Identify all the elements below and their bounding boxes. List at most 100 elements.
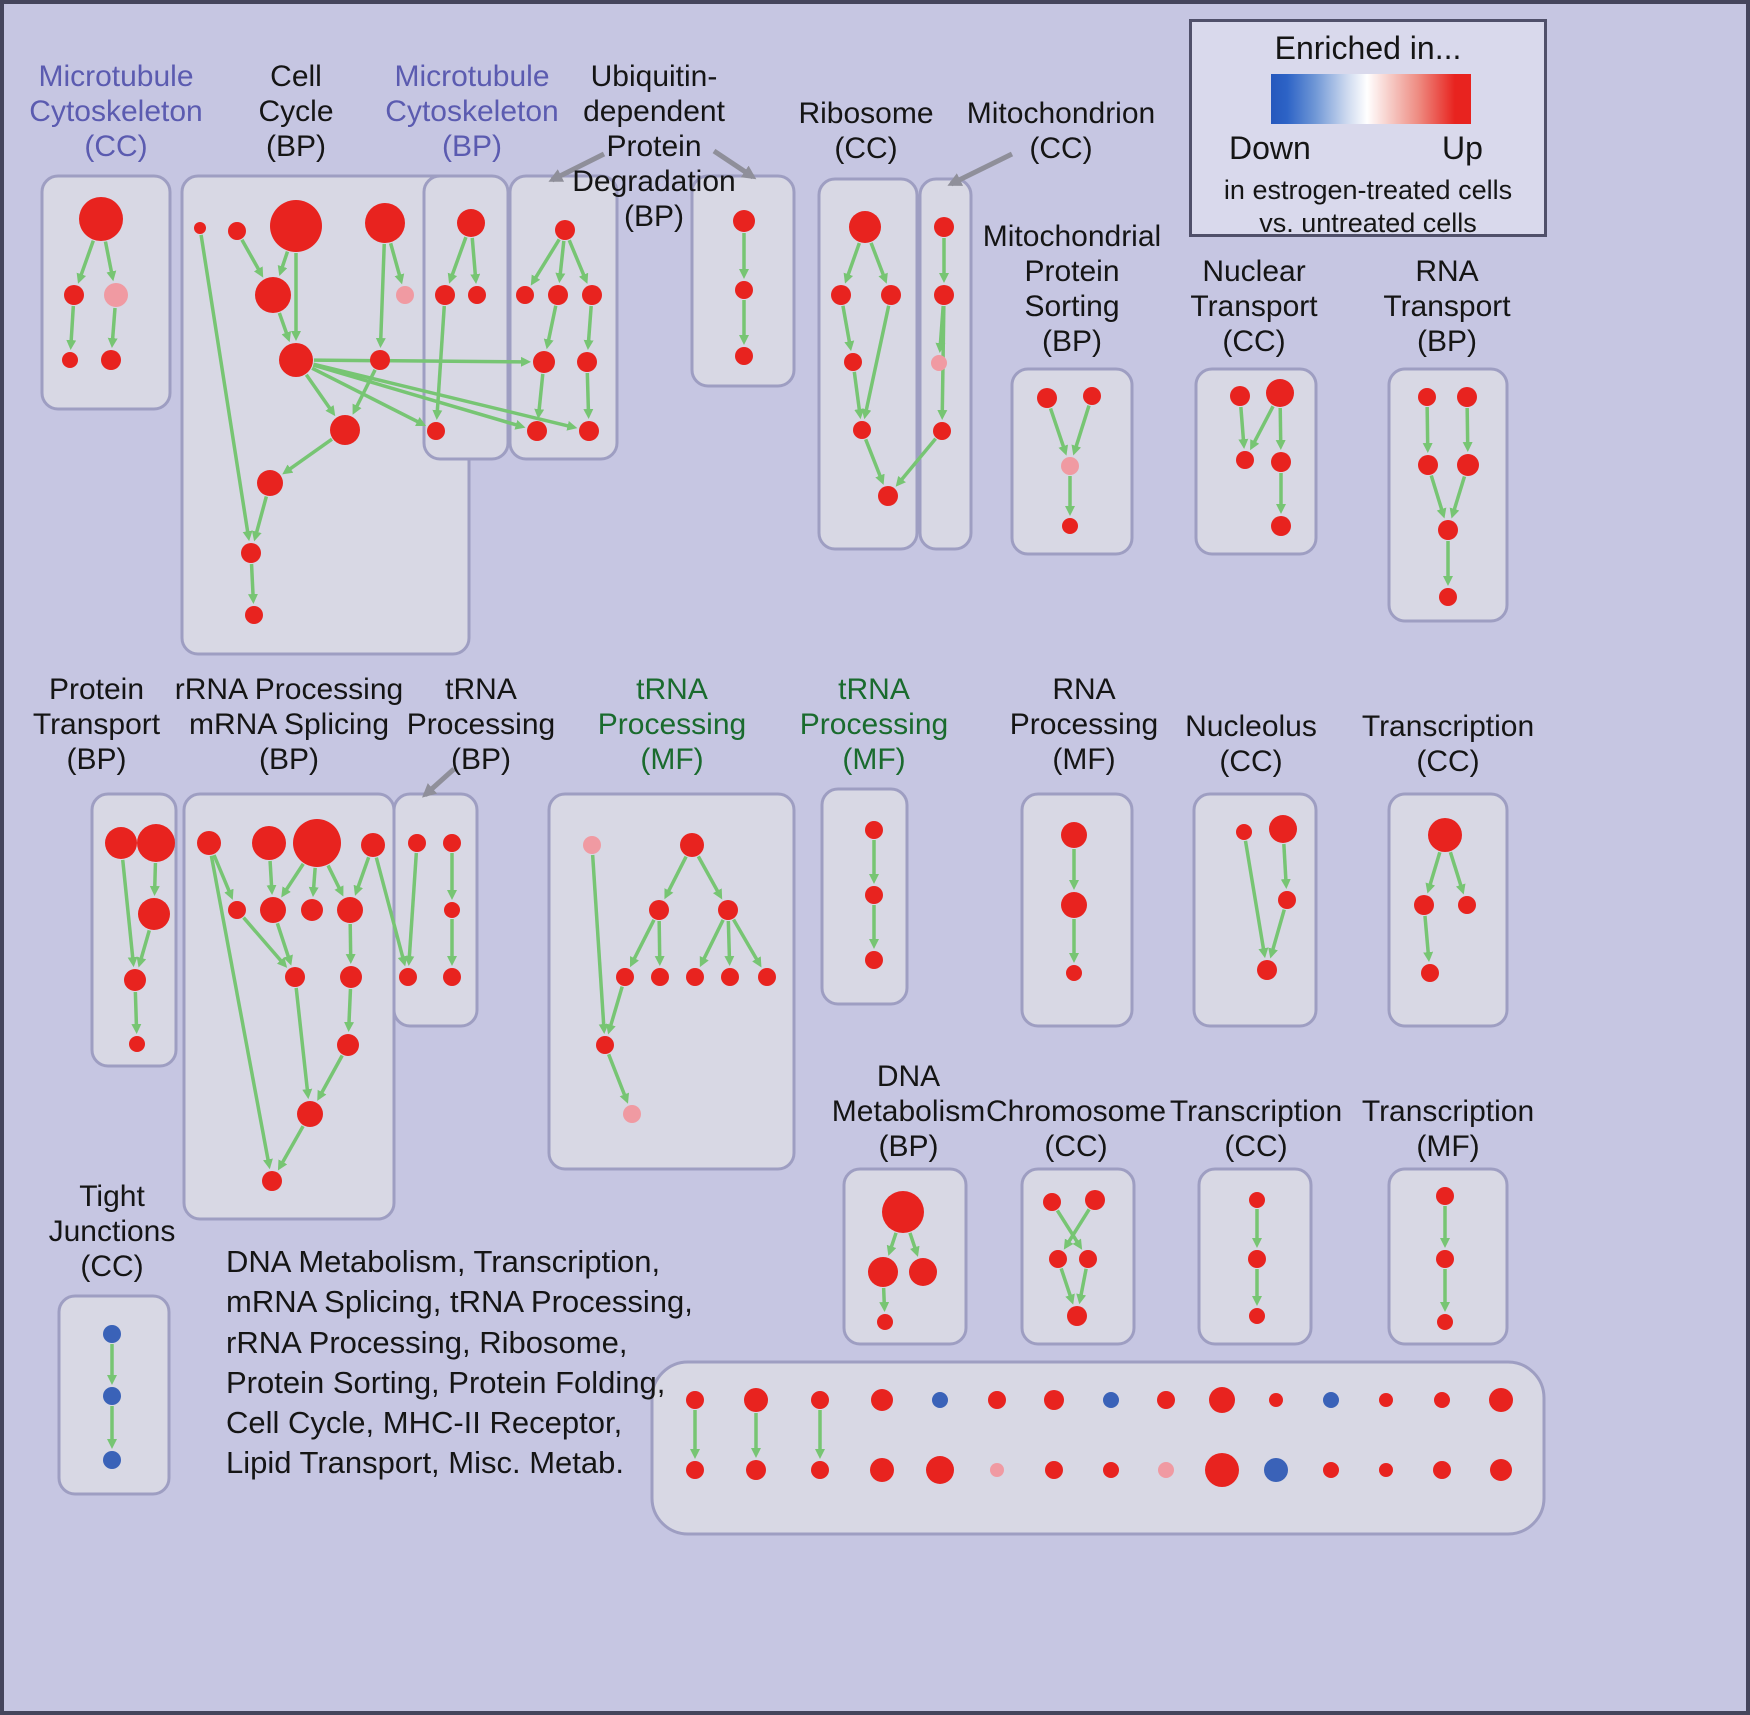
node-y8b: [1103, 1462, 1119, 1478]
label-microtubule-cytoskeleton-bp: Microtubule Cytoskeleton (BP): [385, 60, 559, 164]
node-p2: [1061, 892, 1087, 918]
node-y5t: [932, 1392, 948, 1408]
edge-r2-r4: [1423, 915, 1434, 963]
edge-b8-b9: [352, 369, 377, 415]
edge-i1-i3: [1238, 406, 1249, 450]
node-f2: [831, 285, 851, 305]
label-protein-transport: Protein Transport (BP): [32, 673, 161, 777]
node-c3: [468, 286, 486, 304]
node-y6t: [988, 1391, 1006, 1409]
node-m1: [408, 834, 426, 852]
label-microtubule-cytoskeleton-cc: Microtubule Cytoskeleton (CC): [29, 60, 203, 164]
label-tight-junctions: Tight Junctions (CC): [48, 1180, 176, 1284]
group-box-trna-bp: [392, 792, 479, 1028]
node-k3: [138, 898, 170, 930]
label-transcription-mf: Transcription (MF): [1361, 1095, 1535, 1164]
node-b12: [245, 606, 263, 624]
node-y5b: [926, 1456, 954, 1484]
edge-d6-d8: [583, 372, 594, 420]
node-s1: [882, 1191, 924, 1233]
node-t1: [1043, 1193, 1061, 1211]
edge-d1-d3: [555, 240, 566, 284]
node-u2: [1248, 1250, 1266, 1268]
node-e2: [735, 281, 753, 299]
node-n1: [583, 836, 601, 854]
edge-s1-s3: [908, 1232, 920, 1257]
node-y15t: [1489, 1388, 1513, 1412]
node-f1: [849, 211, 881, 243]
edge-l12-l13: [277, 1125, 305, 1171]
node-s3: [909, 1258, 937, 1286]
edge-b4-b6: [388, 242, 405, 285]
label-misc-category-list: DNA Metabolism, Transcription, mRNA Spli…: [226, 1244, 693, 1481]
node-n6: [651, 968, 669, 986]
node-b10: [257, 470, 283, 496]
annotation-arrow-1: [548, 151, 606, 183]
node-t4: [1079, 1250, 1097, 1268]
node-a5: [101, 350, 121, 370]
node-b1: [194, 222, 206, 234]
edge-l9-l12: [294, 987, 313, 1100]
group-box-misc: [650, 1360, 1546, 1536]
node-y3t: [811, 1391, 829, 1409]
node-i4: [1271, 452, 1291, 472]
node-e1: [733, 210, 755, 232]
node-n3: [649, 900, 669, 920]
node-v3: [1437, 1314, 1453, 1330]
label-mitochondrion: Mitochondrion (CC): [966, 97, 1156, 166]
edge-j2-j4: [1462, 407, 1473, 453]
node-y9b: [1158, 1462, 1174, 1478]
node-d1: [555, 220, 575, 240]
legend-subtitle: in estrogen-treated cells vs. untreated …: [1192, 174, 1544, 240]
group-box-protein-transport: [90, 792, 178, 1068]
node-y7b: [1045, 1461, 1063, 1479]
node-n5: [616, 968, 634, 986]
group-box-chromosome: [1020, 1167, 1136, 1346]
legend-gradient-bar: [1271, 74, 1471, 124]
edge-n2-n3: [664, 855, 688, 900]
edge-b10-b11: [251, 496, 269, 542]
edge-r1-r2: [1425, 851, 1442, 894]
edge-l3-l8: [326, 864, 344, 897]
edge-h2-h3: [1071, 405, 1091, 456]
edge-l5-l9: [242, 916, 288, 968]
edge-k4-k5: [131, 991, 142, 1035]
node-j4: [1457, 454, 1479, 476]
node-i3: [1236, 451, 1254, 469]
node-b5: [255, 277, 291, 313]
node-l10: [340, 966, 362, 988]
node-y3b: [811, 1461, 829, 1479]
node-j2: [1457, 387, 1477, 407]
annotation-arrow-3: [947, 151, 1014, 187]
node-n7: [686, 968, 704, 986]
node-q4: [1257, 960, 1277, 980]
edge-r1-r3: [1448, 851, 1466, 895]
node-r3: [1458, 896, 1476, 914]
edge-f3-f5: [861, 305, 891, 420]
edge-d4-d6: [583, 305, 594, 351]
node-v2: [1436, 1250, 1454, 1268]
node-r4: [1421, 964, 1439, 982]
edge-t2-t3: [1063, 1208, 1091, 1250]
node-n4: [718, 900, 738, 920]
node-b6: [396, 286, 414, 304]
edge-b7-c4: [311, 366, 427, 427]
node-d5: [533, 351, 555, 373]
edge-n3-n6: [654, 920, 665, 967]
edge-d1-d4: [567, 239, 589, 284]
node-e3: [735, 347, 753, 365]
node-g2: [934, 285, 954, 305]
node-b7: [279, 343, 313, 377]
edge-a2-a4: [66, 305, 77, 351]
edge-m1-m3: [404, 852, 419, 967]
node-u3: [1249, 1308, 1265, 1324]
edge-a3-a5: [107, 307, 118, 349]
node-j6: [1439, 588, 1457, 606]
node-v1: [1436, 1187, 1454, 1205]
node-w3: [103, 1451, 121, 1469]
label-ubiquitin-degradation: Ubiquitin- dependent Protein Degradation…: [572, 60, 736, 234]
edge-n1-n10: [590, 854, 609, 1035]
node-y4b: [870, 1458, 894, 1482]
node-b3: [270, 200, 322, 252]
group-box-trna-mf-small: [820, 787, 909, 1006]
